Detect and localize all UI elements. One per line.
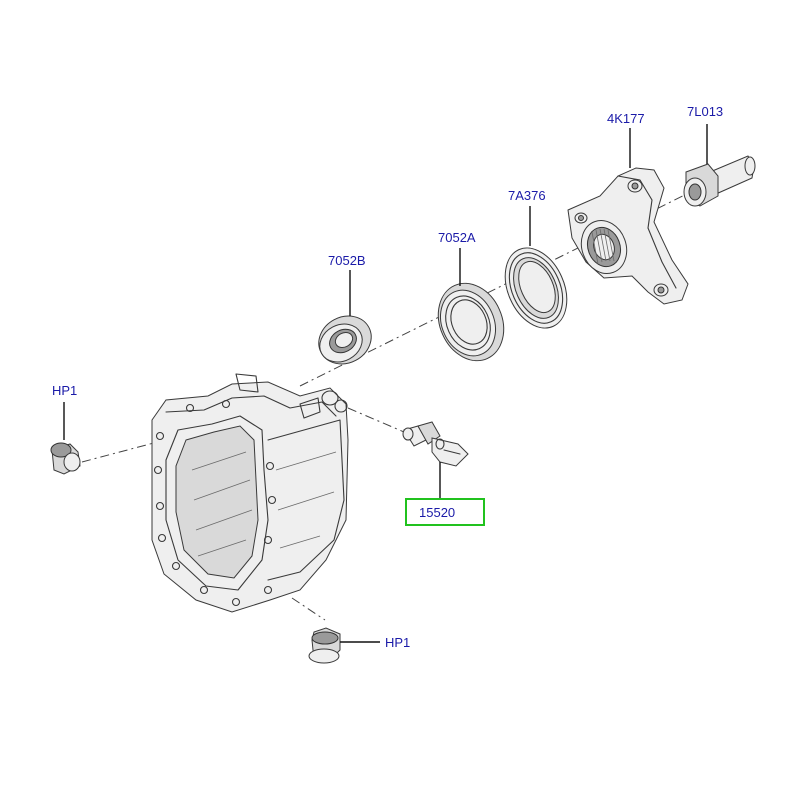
leader-lines <box>63 124 708 643</box>
transfer-case-housing[interactable] <box>151 373 349 613</box>
label-hp1-left[interactable]: HP1 <box>52 383 77 398</box>
label-7l013[interactable]: 7L013 <box>687 104 723 119</box>
label-7052a[interactable]: 7052A <box>438 230 476 245</box>
oil-seal-7052a[interactable] <box>426 273 515 371</box>
label-7a376[interactable]: 7A376 <box>508 188 546 203</box>
seal-ring-7a376[interactable] <box>493 238 578 338</box>
speed-sensor-15520[interactable] <box>402 421 469 467</box>
oil-seal-7052b[interactable] <box>310 307 379 373</box>
label-7052b[interactable]: 7052B <box>328 253 366 268</box>
label-4k177[interactable]: 4K177 <box>607 111 645 126</box>
label-hp1-bottom[interactable]: HP1 <box>385 635 410 650</box>
label-15520[interactable]: 15520 <box>419 505 455 520</box>
selected-part-highlight <box>405 498 485 526</box>
plug-hp1-bottom[interactable] <box>308 627 341 664</box>
flange-nut-7l013[interactable] <box>683 155 756 207</box>
output-flange-4k177[interactable] <box>567 167 689 305</box>
plug-hp1-left[interactable] <box>50 442 81 475</box>
